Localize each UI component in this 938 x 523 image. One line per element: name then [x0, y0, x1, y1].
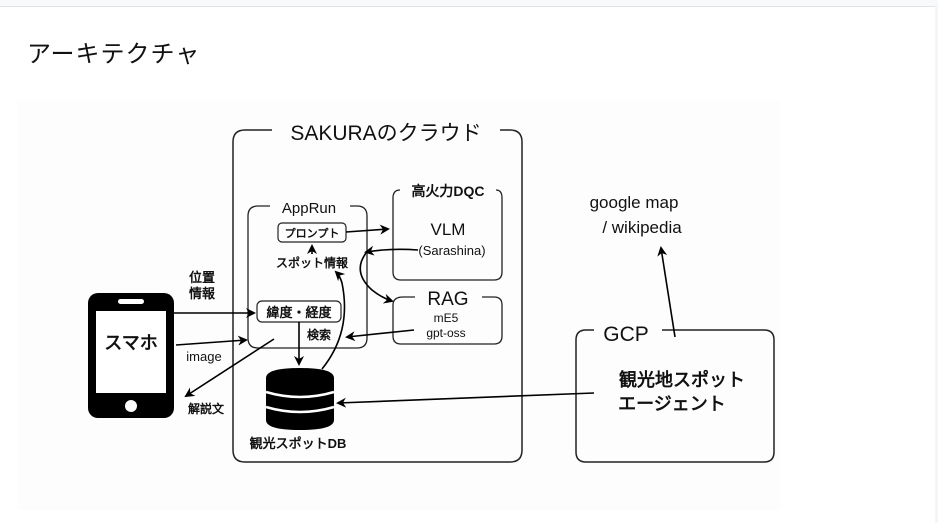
db-label: 観光スポットDB [249, 436, 347, 451]
rag-label: RAG [427, 289, 468, 310]
arrow-vlm-to-apprun [364, 245, 419, 256]
arrow-rag-to-search [345, 329, 415, 342]
gcp-label: GCP [603, 323, 649, 346]
spot-info-label: スポット情報 [276, 255, 349, 270]
arrow-prompt-to-vlm [345, 224, 390, 235]
rag-model-me5: mE5 [434, 311, 459, 325]
location-label-line2: 情報 [189, 286, 216, 301]
prompt-label: プロンプト [285, 226, 340, 240]
dqc-label: 高火力DQC [411, 183, 484, 199]
arrow-db-to-spotinfo [321, 270, 346, 370]
smartphone-label: スマホ [104, 333, 157, 353]
vlm-model-label: (Sarashina) [418, 243, 485, 258]
apprun-label: AppRun [282, 200, 336, 217]
browser-top-bar [0, 0, 938, 7]
explanation-label: 解説文 [188, 401, 225, 416]
image-label: image [186, 349, 221, 364]
agent-label-line1: 観光地スポット [619, 369, 745, 390]
rag-model-gpt-oss: gpt-oss [426, 326, 465, 340]
arrows [174, 224, 676, 408]
external-label-line1: google map [590, 193, 679, 212]
arrow-gcp-to-external [657, 246, 676, 338]
sakura-cloud-label: SAKURAのクラウド [290, 122, 481, 145]
database-icon [265, 368, 335, 430]
prompt-box [277, 222, 347, 243]
external-label-line2: / wikipedia [602, 218, 682, 237]
apprun-container: AppRun プロンプト スポット情報 緯度・経度 検索 [247, 200, 368, 349]
page-title: アーキテクチャ [27, 40, 201, 68]
latlng-label: 緯度・経度 [266, 305, 332, 320]
gcp-container: GCP 観光地スポット エージェント [575, 323, 775, 463]
smartphone-icon [88, 293, 174, 418]
rag-container: RAG mE5 gpt-oss [392, 289, 503, 345]
arrow-agent-to-db [336, 392, 595, 408]
arrow-image-to-apprun [175, 335, 248, 346]
search-label: 検索 [307, 327, 331, 342]
sakura-cloud-container: SAKURAのクラウド [232, 122, 523, 463]
arrow-explanation-to-phone [184, 338, 275, 398]
scrollbar-track[interactable] [935, 6, 938, 523]
location-label-line1: 位置 [189, 270, 215, 285]
agent-label-line2: エージェント [618, 394, 726, 414]
arrow-to-rag [359, 252, 394, 304]
vlm-label: VLM [431, 220, 466, 239]
dqc-container: 高火力DQC VLM (Sarashina) [392, 183, 503, 281]
